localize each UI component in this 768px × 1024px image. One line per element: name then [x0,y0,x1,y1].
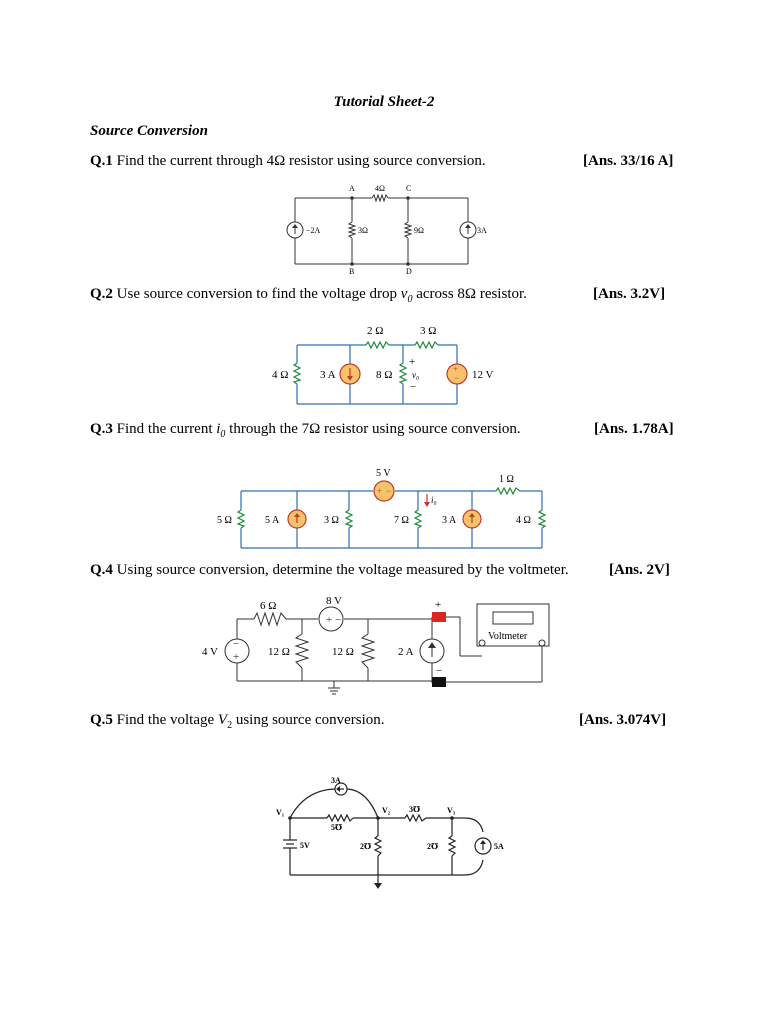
question-text: Find the current through 4Ω resistor usi… [116,153,486,169]
resistor-label: 9Ω [414,226,424,235]
source-label: 5 V [376,468,391,479]
answer-5: [Ans. 3.074V] [579,712,667,728]
node-d-label: D [406,267,412,276]
answer-1: [Ans. 33/16 A] [583,153,674,169]
variable: V [217,712,228,728]
resistor-label: 3 Ω [324,515,339,526]
svg-text:−: − [233,638,239,650]
answer-2: [Ans. 3.2V] [593,286,666,302]
question-text: Find the current [116,421,213,437]
question-number: Q.2 [90,286,113,302]
question-text: Use source conversion to find the voltag… [116,286,398,302]
current-label: i₀ [431,495,437,505]
node-v1-label: V₁ [276,808,285,817]
node-c-label: C [406,184,411,193]
svg-text:+: + [453,364,458,374]
variable-subscript: 0 [407,294,413,305]
circuit-diagram-5: 3A V₁ V₂ V₃ 5℧ 3℧ 2℧ 2℧ 5V 5A [276,776,504,889]
question-text: across 8Ω resistor. [416,286,527,302]
node-v2-label: V₂ [382,806,391,815]
circuit-diagram-1: A 4Ω C −2A 3Ω 9Ω 3A B D [286,184,487,276]
svg-text:+: + [233,651,239,663]
resistor-label: 4 Ω [516,515,531,526]
answer-3: [Ans. 1.78A] [594,421,674,437]
source-label: 3A [477,226,487,235]
question-number: Q.5 [90,712,113,728]
source-label: 4 V [202,646,218,658]
resistor-label: 7 Ω [394,515,409,526]
svg-text:+ −: + − [326,614,341,626]
sheet-title: Tutorial Sheet-2 [333,94,435,110]
resistor-label: 3Ω [358,226,368,235]
question-1: Q.1 Find the current through 4Ω resistor… [90,153,486,170]
conductance-label: 2℧ [360,842,371,851]
question-2: Q.2 Use source conversion to find the vo… [90,286,527,305]
circuit-diagram-2: +− 4 Ω 3 A 2 Ω 8 Ω 3 Ω + v₀ − 12 V [272,325,494,405]
voltage-label: v₀ [412,370,419,380]
question-text: using source conversion. [235,712,385,728]
source-label: 3 A [442,515,457,526]
variable-subscript: 2 [227,720,233,731]
resistor-label: 3 Ω [420,325,436,337]
resistor-label: 4Ω [375,184,385,193]
variable-subscript: 0 [220,429,226,440]
node-v3-label: V₃ [447,806,456,815]
node-a-label: A [349,184,355,193]
source-label: 2 A [398,646,414,658]
polarity-plus: + [409,356,415,368]
circuit-diagram-3: +− 5 Ω 5 A 3 Ω 5 V 7 Ω i₀ 3 A 1 Ω 4 Ω [217,468,547,549]
voltmeter-label: Voltmeter [488,631,528,642]
question-text: through the 7Ω resistor using source con… [229,421,521,437]
question-5: Q.5 Find the voltage V2 using source con… [90,712,385,731]
question-number: Q.4 [90,562,113,578]
question-number: Q.3 [90,421,113,437]
variable: i [216,421,221,437]
svg-text:−: − [454,373,459,383]
question-number: Q.1 [90,153,113,169]
resistor-label: 5 Ω [217,515,232,526]
question-4: Q.4 Using source conversion, determine t… [90,562,569,579]
circuit-diagram-4: + − −+ 6 Ω 4 V 12 Ω 8 V 12 Ω 2 A + − Vol… [202,595,550,695]
resistor-label: 12 Ω [332,646,354,658]
question-3: Q.3 Find the current i0 through the 7Ω r… [90,421,521,440]
conductance-label: 3℧ [409,805,420,814]
source-label: 3A [331,776,341,785]
source-label: 8 V [326,595,342,607]
source-label: 5 A [265,515,280,526]
svg-text:−: − [386,486,391,496]
source-label: 3 A [320,369,336,381]
resistor-label: 1 Ω [499,474,514,485]
node-b-label: B [349,267,354,276]
conductance-label: 2℧ [427,842,438,851]
resistor-label: 2 Ω [367,325,383,337]
meter-minus: − [436,665,442,677]
source-label: 12 V [472,369,494,381]
polarity-minus: − [410,381,416,393]
question-text: Find the voltage [116,712,215,728]
answer-4: [Ans. 2V] [609,562,670,578]
conductance-label: 5℧ [331,823,342,832]
resistor-label: 6 Ω [260,600,276,612]
source-label: 5A [494,842,504,851]
resistor-label: 8 Ω [376,369,392,381]
meter-plus: + [435,599,441,611]
svg-text:+: + [377,486,382,496]
question-text: Using source conversion, determine the v… [116,562,569,578]
source-label: 5V [300,841,310,850]
source-label: −2A [306,226,321,235]
variable: v [400,286,408,302]
resistor-label: 4 Ω [272,369,288,381]
resistor-label: 12 Ω [268,646,290,658]
section-heading: Source Conversion [90,123,208,139]
